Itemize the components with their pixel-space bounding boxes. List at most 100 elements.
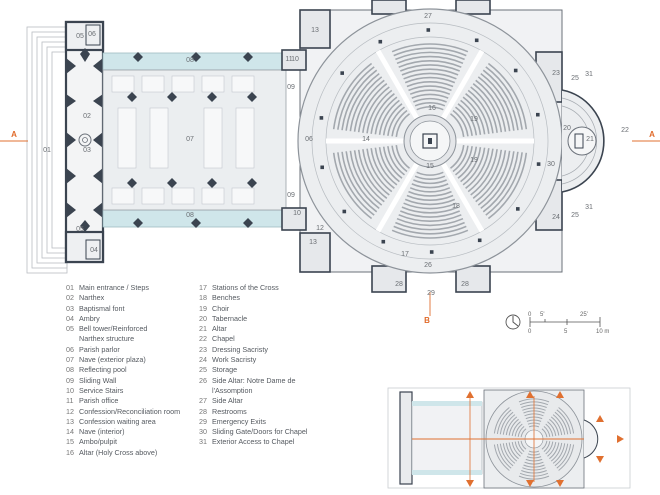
room-label: 13 — [309, 239, 317, 246]
legend-label: Bell tower/Reinforced — [79, 324, 148, 334]
room-label: 28 — [395, 281, 403, 288]
room-label: 27 — [424, 13, 432, 20]
legend-number: 14 — [66, 427, 74, 437]
legend-label: l'Assomption — [212, 385, 253, 395]
legend-number: 09 — [66, 375, 74, 385]
legend-label: Side Altar: Notre Dame de — [212, 375, 296, 385]
legend-number: 22 — [199, 334, 207, 344]
legend-label: Parish office — [79, 396, 119, 406]
legend-label: Restrooms — [212, 406, 247, 416]
scale-m-0: 0 — [528, 329, 532, 335]
legend-label: Confession waiting area — [79, 416, 156, 426]
benches — [332, 43, 528, 239]
room-label: 22 — [621, 127, 629, 134]
room-label: 21 — [586, 136, 594, 143]
legend-number: 07 — [66, 355, 74, 365]
legend-label: Ambo/pulpit — [79, 437, 117, 447]
church-body — [281, 0, 563, 293]
scale-bar: 0 5' 25' 0 5 10 m — [505, 312, 609, 335]
chapel — [561, 89, 605, 193]
legend-number: 31 — [199, 437, 207, 447]
legend-number: 27 — [199, 396, 207, 406]
legend-entry: 10 Service Stairs — [66, 386, 180, 396]
altar — [422, 133, 438, 149]
room-label: 14 — [362, 136, 370, 143]
legend-entry: 15 Ambo/pulpit — [66, 437, 180, 447]
room-label: 03 — [83, 147, 91, 154]
room-label: 08 — [186, 57, 194, 64]
room-label: 17 — [401, 251, 409, 258]
legend-number: 24 — [199, 355, 207, 365]
aisles — [326, 49, 534, 233]
legend-label: Emergency Exits — [212, 416, 266, 426]
legend-number: 16 — [66, 447, 74, 457]
legend-label: Nave (interior) — [79, 427, 125, 437]
scale-ft-25: 25' — [580, 312, 588, 318]
room-label: 16 — [428, 105, 436, 112]
legend-number: 20 — [199, 313, 207, 323]
legend-entry: 16 Altar (Holy Cross above) — [66, 448, 180, 458]
room-label: 04 — [90, 247, 98, 254]
scale-m-5: 5 — [564, 329, 568, 335]
legend-number: 05 — [66, 324, 74, 334]
north-arrow-icon — [505, 314, 521, 330]
room-label: 01 — [43, 147, 51, 154]
room-label: 31 — [585, 71, 593, 78]
legend-number: 03 — [66, 303, 74, 313]
section-lines — [0, 140, 660, 316]
room-label: 19 — [470, 116, 478, 123]
narthex — [64, 20, 105, 264]
legend-number: 30 — [199, 427, 207, 437]
room-label: 15 — [426, 163, 434, 170]
legend-label: Service Stairs — [79, 385, 124, 395]
legend-label: Dressing Sacristy — [212, 344, 268, 354]
section-marker-label: A — [649, 130, 655, 139]
exit-route-arrows — [412, 391, 624, 487]
legend-label: Altar (Holy Cross above) — [79, 447, 158, 457]
legend-number: 10 — [66, 385, 74, 395]
legend-label: Stations of the Cross — [212, 283, 279, 292]
legend-entry: 23 Dressing Sacristy — [199, 345, 307, 355]
room-label: 06 — [305, 136, 313, 143]
legend-label: Narthex — [79, 293, 105, 303]
room-label: 09 — [287, 84, 295, 91]
section-marker-label: B — [424, 316, 430, 325]
legend-number: 17 — [199, 283, 207, 292]
scale-m-10: 10 m — [596, 329, 609, 335]
room-label: 07 — [186, 136, 194, 143]
scale-ft-5: 5' — [540, 312, 544, 318]
legend-number: 29 — [199, 416, 207, 426]
room-label: 30 — [547, 161, 555, 168]
room-label: 09 — [287, 192, 295, 199]
room-label: 19 — [470, 157, 478, 164]
legend-number: 23 — [199, 344, 207, 354]
legend-label: Side Altar — [212, 396, 243, 406]
room-label: 10 — [291, 56, 299, 63]
emergency-exit-diagram — [387, 387, 631, 489]
legend-entry: 29 Emergency Exits — [199, 417, 307, 427]
legend-number: 08 — [66, 365, 74, 375]
legend-entry: 14 Nave (interior) — [66, 427, 180, 437]
room-label: 25 — [571, 212, 579, 219]
room-label: 25 — [571, 75, 579, 82]
legend-label: Confession/Reconciliation room — [79, 406, 181, 416]
legend-entry: Narthex structure — [66, 334, 180, 344]
legend-number: 15 — [66, 437, 74, 447]
legend-number: 28 — [199, 406, 207, 416]
legend-number: 21 — [199, 324, 207, 334]
legend-number: 26 — [199, 375, 207, 385]
legend-label: Nave (exterior plaza) — [79, 355, 146, 365]
